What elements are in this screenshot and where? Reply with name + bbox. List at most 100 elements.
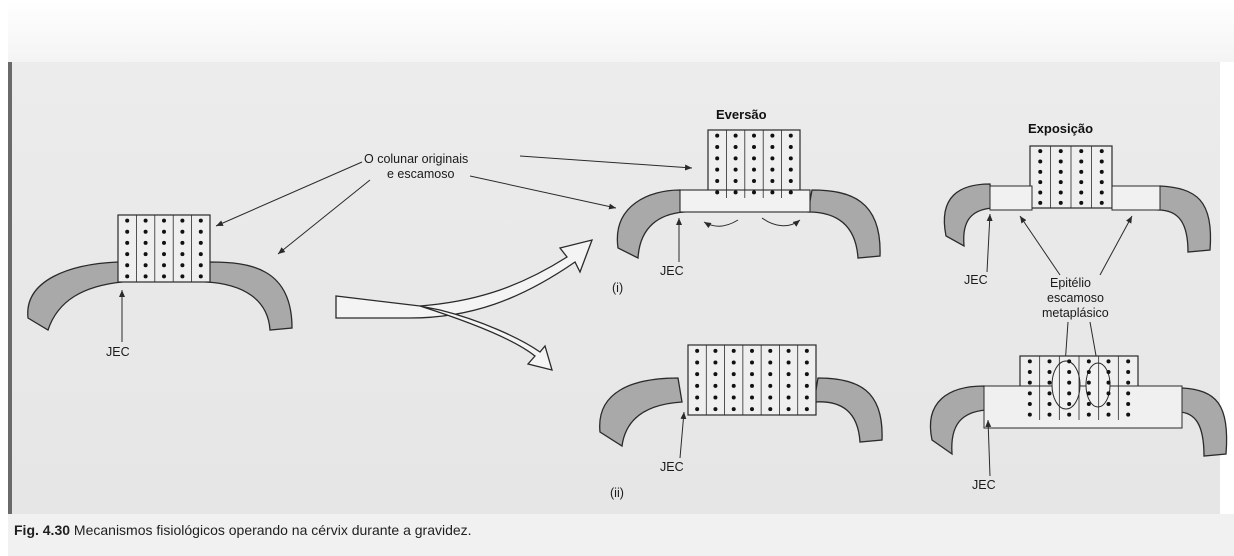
eversion-arrow-left (704, 220, 738, 226)
cell-nucleus (1067, 391, 1071, 395)
cell-nucleus (805, 384, 809, 388)
cervix-baseline: JEC (28, 215, 292, 359)
jec-pointer-exp (987, 214, 990, 272)
cell-nucleus (180, 274, 184, 278)
cell-nucleus (805, 396, 809, 400)
metaplastic-island-b (1086, 363, 1110, 407)
roman-i: (i) (612, 281, 623, 295)
eversion-arrow-right (762, 218, 800, 226)
cell-nucleus (787, 361, 791, 365)
cell-nucleus (199, 263, 203, 267)
cell-nucleus (713, 349, 717, 353)
cell-nucleus (1038, 191, 1042, 195)
metaplastic-pointer-b (1100, 216, 1132, 275)
cell-nucleus (1067, 402, 1071, 406)
cell-nucleus (1028, 391, 1032, 395)
cell-nucleus (1079, 191, 1083, 195)
cell-nucleus (125, 252, 129, 256)
cell-nucleus (1067, 381, 1071, 385)
cell-nucleus (770, 156, 774, 160)
cell-nucleus (752, 179, 756, 183)
cell-nucleus (750, 407, 754, 411)
jec-pointer-ii (680, 412, 684, 458)
columnar-canal (118, 215, 210, 282)
cell-nucleus (787, 407, 791, 411)
cell-nucleus (1100, 180, 1104, 184)
cell-nucleus (1038, 149, 1042, 153)
jec-label-exp-ii: JEC (972, 478, 996, 492)
stroma-right-exp-ii (1178, 388, 1227, 456)
cell-nucleus (1126, 381, 1130, 385)
cell-nucleus (789, 190, 793, 194)
metaplastic-zone-left (990, 186, 1032, 210)
cell-nucleus (752, 190, 756, 194)
cell-nucleus (1087, 370, 1091, 374)
cell-nucleus (162, 263, 166, 267)
stroma-right-i (808, 190, 880, 258)
cell-nucleus (1087, 402, 1091, 406)
cell-nucleus (1048, 391, 1052, 395)
cell-nucleus (180, 219, 184, 223)
cell-nucleus (768, 384, 772, 388)
jec-label-exp: JEC (964, 273, 988, 287)
cell-nucleus (1100, 170, 1104, 174)
metaplastic-island-a (1052, 361, 1080, 409)
cell-nucleus (715, 168, 719, 172)
eversion-title: Eversão (716, 107, 767, 122)
cell-nucleus (732, 361, 736, 365)
cell-nucleus (695, 384, 699, 388)
cell-nucleus (734, 168, 738, 172)
cell-nucleus (715, 134, 719, 138)
cell-nucleus (752, 134, 756, 138)
cell-nucleus (162, 219, 166, 223)
cell-nucleus (768, 372, 772, 376)
cell-nucleus (1038, 180, 1042, 184)
cell-nucleus (1028, 359, 1032, 363)
cell-nucleus (695, 407, 699, 411)
cell-nucleus (770, 179, 774, 183)
callout-pointer-a (216, 162, 362, 226)
cell-nucleus (734, 156, 738, 160)
cell-nucleus (695, 349, 699, 353)
cell-nucleus (789, 145, 793, 149)
cell-nucleus (752, 156, 756, 160)
metaplastic-zone-wide (984, 386, 1182, 428)
metaplastic-label-line3: metaplásico (1042, 306, 1109, 320)
cell-nucleus (715, 156, 719, 160)
cell-nucleus (1126, 413, 1130, 417)
cell-nucleus (750, 372, 754, 376)
jec-label-1: JEC (106, 345, 130, 359)
cell-nucleus (1048, 402, 1052, 406)
jec-label-ii: JEC (660, 460, 684, 474)
original-columnar-label-line1: O colunar originais (364, 152, 468, 166)
cell-nucleus (1087, 359, 1091, 363)
cervix-exposure (944, 146, 1210, 252)
cell-nucleus (805, 361, 809, 365)
cell-nucleus (1028, 413, 1032, 417)
cell-nucleus (199, 230, 203, 234)
jec-label-i: JEC (660, 264, 684, 278)
cell-nucleus (732, 372, 736, 376)
cell-nucleus (1079, 160, 1083, 164)
metaplastic-label-line2: escamoso (1047, 291, 1104, 305)
cell-nucleus (1067, 370, 1071, 374)
cell-nucleus (180, 241, 184, 245)
cell-nucleus (715, 145, 719, 149)
cell-nucleus (180, 230, 184, 234)
cell-nucleus (750, 396, 754, 400)
figure-caption-text: Mecanismos fisiológicos operando na cérv… (70, 522, 472, 538)
cell-nucleus (789, 179, 793, 183)
cell-nucleus (144, 230, 148, 234)
cell-nucleus (734, 179, 738, 183)
cell-nucleus (768, 349, 772, 353)
cervix-eversion-ii (600, 345, 882, 446)
cell-nucleus (199, 252, 203, 256)
cell-nucleus (713, 372, 717, 376)
cell-nucleus (1126, 359, 1130, 363)
cell-nucleus (1079, 180, 1083, 184)
stroma-right-exp (1158, 186, 1211, 252)
cell-nucleus (750, 384, 754, 388)
cell-nucleus (713, 361, 717, 365)
stroma-right-ii (814, 378, 882, 442)
cell-nucleus (752, 168, 756, 172)
